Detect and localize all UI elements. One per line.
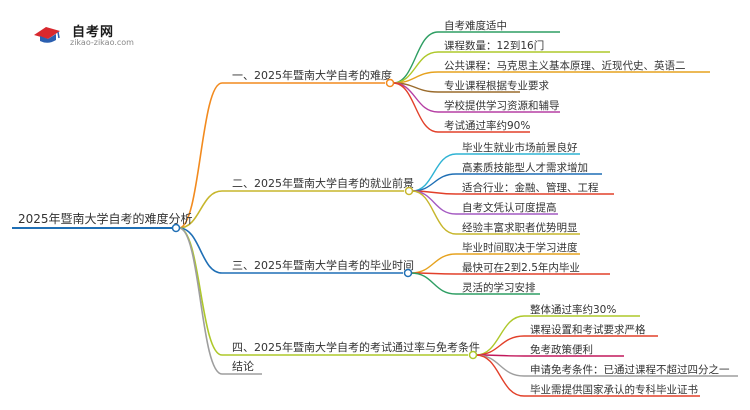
connectors bbox=[12, 31, 738, 397]
branch-node bbox=[468, 350, 478, 360]
root-node bbox=[171, 223, 181, 233]
leaf-connector bbox=[392, 82, 439, 133]
leaf-topic: 最快可在2到2.5年内毕业 bbox=[462, 261, 580, 274]
leaf-connector bbox=[475, 354, 525, 397]
branch-topic: 三、2025年暨南大学自考的毕业时间 bbox=[232, 258, 414, 272]
leaf-topic: 毕业生就业市场前景良好 bbox=[462, 141, 578, 154]
branch-topic: 结论 bbox=[232, 359, 254, 373]
leaf-topic: 自考难度适中 bbox=[444, 19, 507, 32]
leaf-topic: 免考政策便利 bbox=[530, 343, 593, 356]
branch-connector bbox=[178, 82, 223, 229]
branch-connector bbox=[178, 227, 223, 375]
branch-node bbox=[385, 78, 395, 88]
leaf-topic: 考试通过率约90% bbox=[444, 119, 530, 132]
branch-connector bbox=[178, 227, 223, 274]
leaf-connector bbox=[410, 272, 457, 295]
leaf-connector bbox=[411, 190, 457, 235]
logo-mortarboard-icon bbox=[34, 27, 60, 43]
leaf-topic: 经验丰富求职者优势明显 bbox=[462, 221, 578, 234]
leaf-connector bbox=[411, 173, 457, 192]
leaf-topic: 毕业时间取决于学习进度 bbox=[462, 241, 578, 254]
nodes: 2025年暨南大学自考的难度分析 一、2025年暨南大学自考的难度 自考难度适中课程… bbox=[18, 19, 730, 396]
leaf-topic: 课程设置和考试要求严格 bbox=[530, 323, 646, 336]
leaf-topic: 学校提供学习资源和辅导 bbox=[444, 99, 560, 112]
leaf-connector bbox=[392, 31, 439, 84]
leaf-topic: 灵活的学习安排 bbox=[462, 281, 536, 294]
branch-topic: 一、2025年暨南大学自考的难度 bbox=[232, 68, 392, 82]
leaf-topic: 专业课程根据专业要求 bbox=[444, 79, 549, 92]
leaf-topic: 毕业需提供国家承认的专科毕业证书 bbox=[530, 383, 698, 396]
leaf-topic: 整体通过率约30% bbox=[530, 303, 616, 316]
branch-connector bbox=[178, 190, 223, 229]
leaf-connector bbox=[411, 153, 457, 192]
branch-connector bbox=[178, 227, 223, 356]
leaf-topic: 高素质技能型人才需求增加 bbox=[462, 161, 588, 174]
logo-url: zikao-zikao.com bbox=[70, 38, 134, 47]
leaf-connector bbox=[410, 253, 457, 274]
logo-title: 自考网 bbox=[72, 25, 115, 40]
branch-topic: 二、2025年暨南大学自考的就业前景 bbox=[232, 176, 414, 190]
branch-node bbox=[403, 268, 413, 278]
leaf-connector bbox=[475, 315, 525, 356]
leaf-topic: 适合行业：金融、管理、工程 bbox=[462, 181, 599, 194]
leaf-connector bbox=[475, 335, 525, 356]
root-topic: 2025年暨南大学自考的难度分析 bbox=[18, 211, 193, 226]
leaf-topic: 自考文凭认可度提高 bbox=[462, 201, 557, 214]
branch-topic: 四、2025年暨南大学自考的考试通过率与免考条件 bbox=[232, 340, 480, 354]
leaf-connector bbox=[475, 354, 525, 377]
branch-node bbox=[404, 186, 414, 196]
leaf-topic: 申请免考条件：已通过课程不超过四分之一 bbox=[530, 363, 730, 376]
leaf-topic: 公共课程：马克思主义基本原理、近现代史、英语二 bbox=[444, 59, 686, 72]
leaf-topic: 课程数量：12到16门 bbox=[444, 39, 544, 52]
